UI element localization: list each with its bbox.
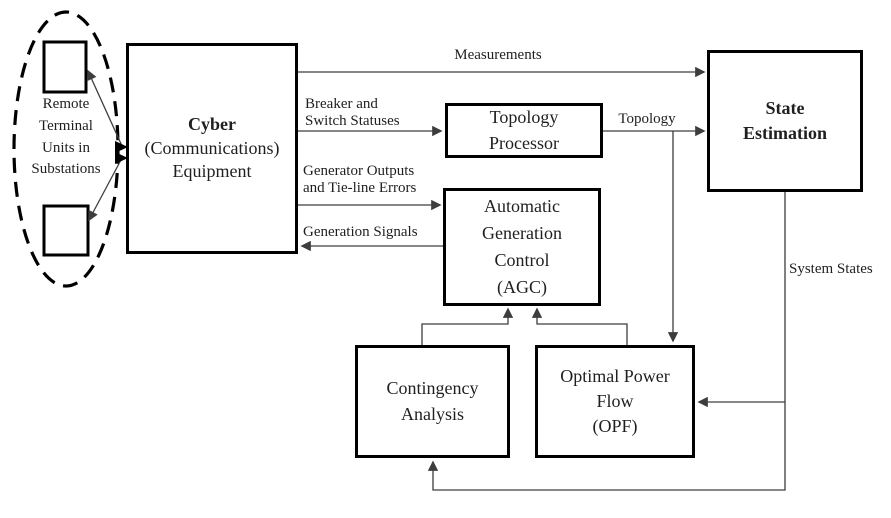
edge-contingency-to-agc-line: [421, 307, 514, 345]
node-cyber-title: Cyber: [188, 114, 236, 135]
node-topology-processor: Topology Processor: [445, 103, 603, 158]
edge-label-measurements: Measurements: [454, 47, 542, 63]
rtu-box-top: [42, 40, 88, 94]
edge-label-generator-outputs: Generator Outputs and Tie-line Errors: [303, 163, 417, 197]
rtu-group-label: Remote Terminal Units in Substations: [31, 96, 101, 178]
edge-label-topology: Topology: [618, 111, 676, 127]
node-contingency-analysis: Contingency Analysis: [355, 345, 510, 458]
edge-rtu-bottom-cyber: [88, 152, 128, 222]
node-automatic-generation-control: Automatic Generation Control (AGC): [443, 188, 601, 306]
node-optimal-power-flow: Optimal Power Flow (OPF): [535, 345, 695, 458]
edge-label-system-states: System States: [789, 261, 873, 277]
arrowhead-into-cyber-bottom: [115, 152, 128, 164]
edge-label-generation-signals: Generation Signals: [303, 224, 418, 240]
edge-rtu-top-cyber: [86, 69, 128, 153]
arrowhead-into-cyber-top: [115, 141, 128, 153]
node-cyber-equipment: Cyber (Communications) Equipment: [126, 43, 298, 254]
rtu-box-bottom: [42, 204, 90, 257]
edge-opf-to-agc-line: [531, 307, 628, 345]
node-cyber-subtitle: (Communications) Equipment: [144, 137, 280, 182]
edge-label-breaker-switch-statuses: Breaker and Switch Statuses: [305, 96, 400, 130]
node-state-estimation: State Estimation: [707, 50, 863, 192]
edge-system-states-to-contingency-line: [427, 192, 786, 491]
